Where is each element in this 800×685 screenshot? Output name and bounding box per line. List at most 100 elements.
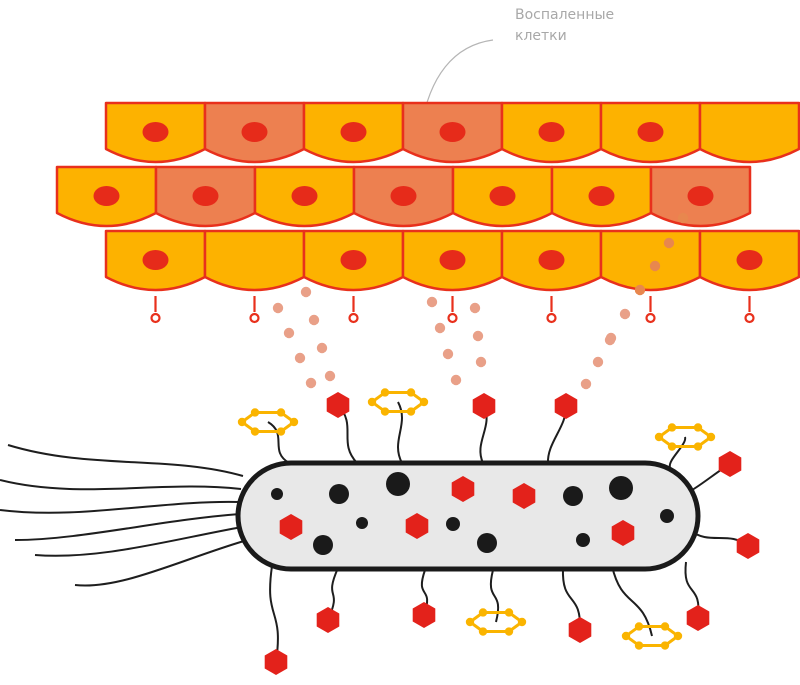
antigen-red-hexagon — [512, 483, 536, 509]
signal-dot — [472, 330, 484, 342]
receptor-loop — [348, 312, 359, 324]
signal-dot — [592, 356, 604, 368]
signal-dot — [434, 322, 446, 334]
signal-dot — [442, 348, 454, 360]
signal-dot — [605, 332, 617, 344]
antigen-ring-node — [276, 408, 286, 417]
antigen-ring-node — [250, 427, 260, 436]
cell-nucleus — [93, 186, 120, 206]
signal-dot — [475, 356, 487, 368]
antigen-ring-node — [406, 388, 416, 397]
antigen-ring-node — [419, 397, 429, 407]
signal-dot — [450, 374, 462, 386]
cell-nucleus — [439, 250, 466, 270]
antigen-ring-node — [237, 417, 247, 427]
black-particle — [563, 486, 583, 506]
antigen-red-hexagon — [554, 393, 578, 419]
flagellum — [14, 513, 241, 541]
signal-dot — [272, 302, 284, 314]
antigen-red-hexagon — [326, 392, 350, 418]
cell-receptors — [150, 296, 755, 324]
antigen-red-hexagon — [686, 605, 710, 631]
cell-healthy — [203, 229, 306, 292]
signal-dot — [649, 260, 661, 272]
surface-antigens — [237, 388, 760, 675]
signal-dot — [634, 284, 646, 296]
antigen-ring-node — [621, 631, 631, 641]
flagellum — [0, 500, 241, 514]
cell-nucleus — [340, 122, 367, 142]
cell-nucleus — [637, 122, 664, 142]
flagellum — [7, 444, 244, 477]
antigen-ring-node — [478, 627, 488, 636]
black-particle — [329, 484, 349, 504]
antigen-stalk — [668, 436, 687, 468]
cell-nucleus — [736, 250, 763, 270]
antigen-ring-node — [380, 388, 390, 397]
antigen-stalk — [611, 565, 653, 637]
cell-nucleus — [291, 186, 318, 206]
black-particle — [609, 476, 633, 500]
black-particle — [271, 488, 283, 500]
cell-nucleus — [142, 250, 169, 270]
bacterium-flagella — [0, 444, 245, 587]
antigen-ring-node — [406, 407, 416, 416]
antigen-red-hexagon — [472, 393, 496, 419]
cell-nucleus — [538, 250, 565, 270]
signal-dot — [324, 370, 336, 382]
antigen-ring-node — [667, 442, 677, 451]
inflamed-cells-label: Воспаленные клетки — [515, 7, 615, 44]
cell-nucleus — [439, 122, 466, 142]
cell-nucleus — [340, 250, 367, 270]
antigen-ring-node — [504, 608, 514, 617]
cell-nucleus — [241, 122, 268, 142]
signal-dot — [469, 302, 481, 314]
signal-dot — [426, 296, 438, 308]
cell-nucleus — [390, 186, 417, 206]
antigen-ring-node — [660, 641, 670, 650]
antigen-ring-node — [380, 407, 390, 416]
antigen-ring-node — [250, 408, 260, 417]
antigen-stalk — [397, 401, 403, 464]
black-particle — [477, 533, 497, 553]
black-particle — [356, 517, 368, 529]
signal-dot-streams — [272, 212, 689, 390]
signal-dot — [580, 378, 592, 390]
antigen-red-hexagon — [264, 649, 288, 675]
signal-dot — [663, 237, 675, 249]
cell-healthy — [698, 101, 800, 164]
signal-dot — [677, 212, 689, 224]
receptor-loop — [150, 312, 161, 324]
antigen-red-hexagon — [316, 607, 340, 633]
antigen-stalk — [489, 569, 500, 623]
antigen-red-hexagon — [736, 533, 760, 559]
antigen-red-hexagon — [568, 617, 592, 643]
receptor-loop — [546, 312, 557, 324]
bacterium-body — [235, 460, 701, 572]
antigen-ring-node — [654, 432, 664, 442]
antigen-ring-node — [673, 631, 683, 641]
cell-nucleus — [142, 122, 169, 142]
antigen-ring-node — [289, 417, 299, 427]
antigen-ring-node — [367, 397, 377, 407]
signal-dot — [305, 377, 317, 389]
receptor-loop — [249, 312, 260, 324]
antigen-stalk — [269, 565, 279, 663]
antigen-ring-node — [660, 622, 670, 631]
antigen-ring-node — [634, 641, 644, 650]
antigen-red-hexagon — [279, 514, 303, 540]
signal-dot — [619, 308, 631, 320]
signal-dot — [283, 327, 295, 339]
black-particle — [386, 472, 410, 496]
black-particle — [576, 533, 590, 547]
antigen-red-hexagon — [611, 520, 635, 546]
flagellum — [34, 526, 243, 557]
signal-dot — [294, 352, 306, 364]
signal-dot — [308, 314, 320, 326]
epithelial-cell-layer — [55, 101, 800, 292]
antigen-ring-node — [504, 627, 514, 636]
black-particle — [446, 517, 460, 531]
antigen-red-hexagon — [718, 451, 742, 477]
antigen-ring-node — [667, 423, 677, 432]
